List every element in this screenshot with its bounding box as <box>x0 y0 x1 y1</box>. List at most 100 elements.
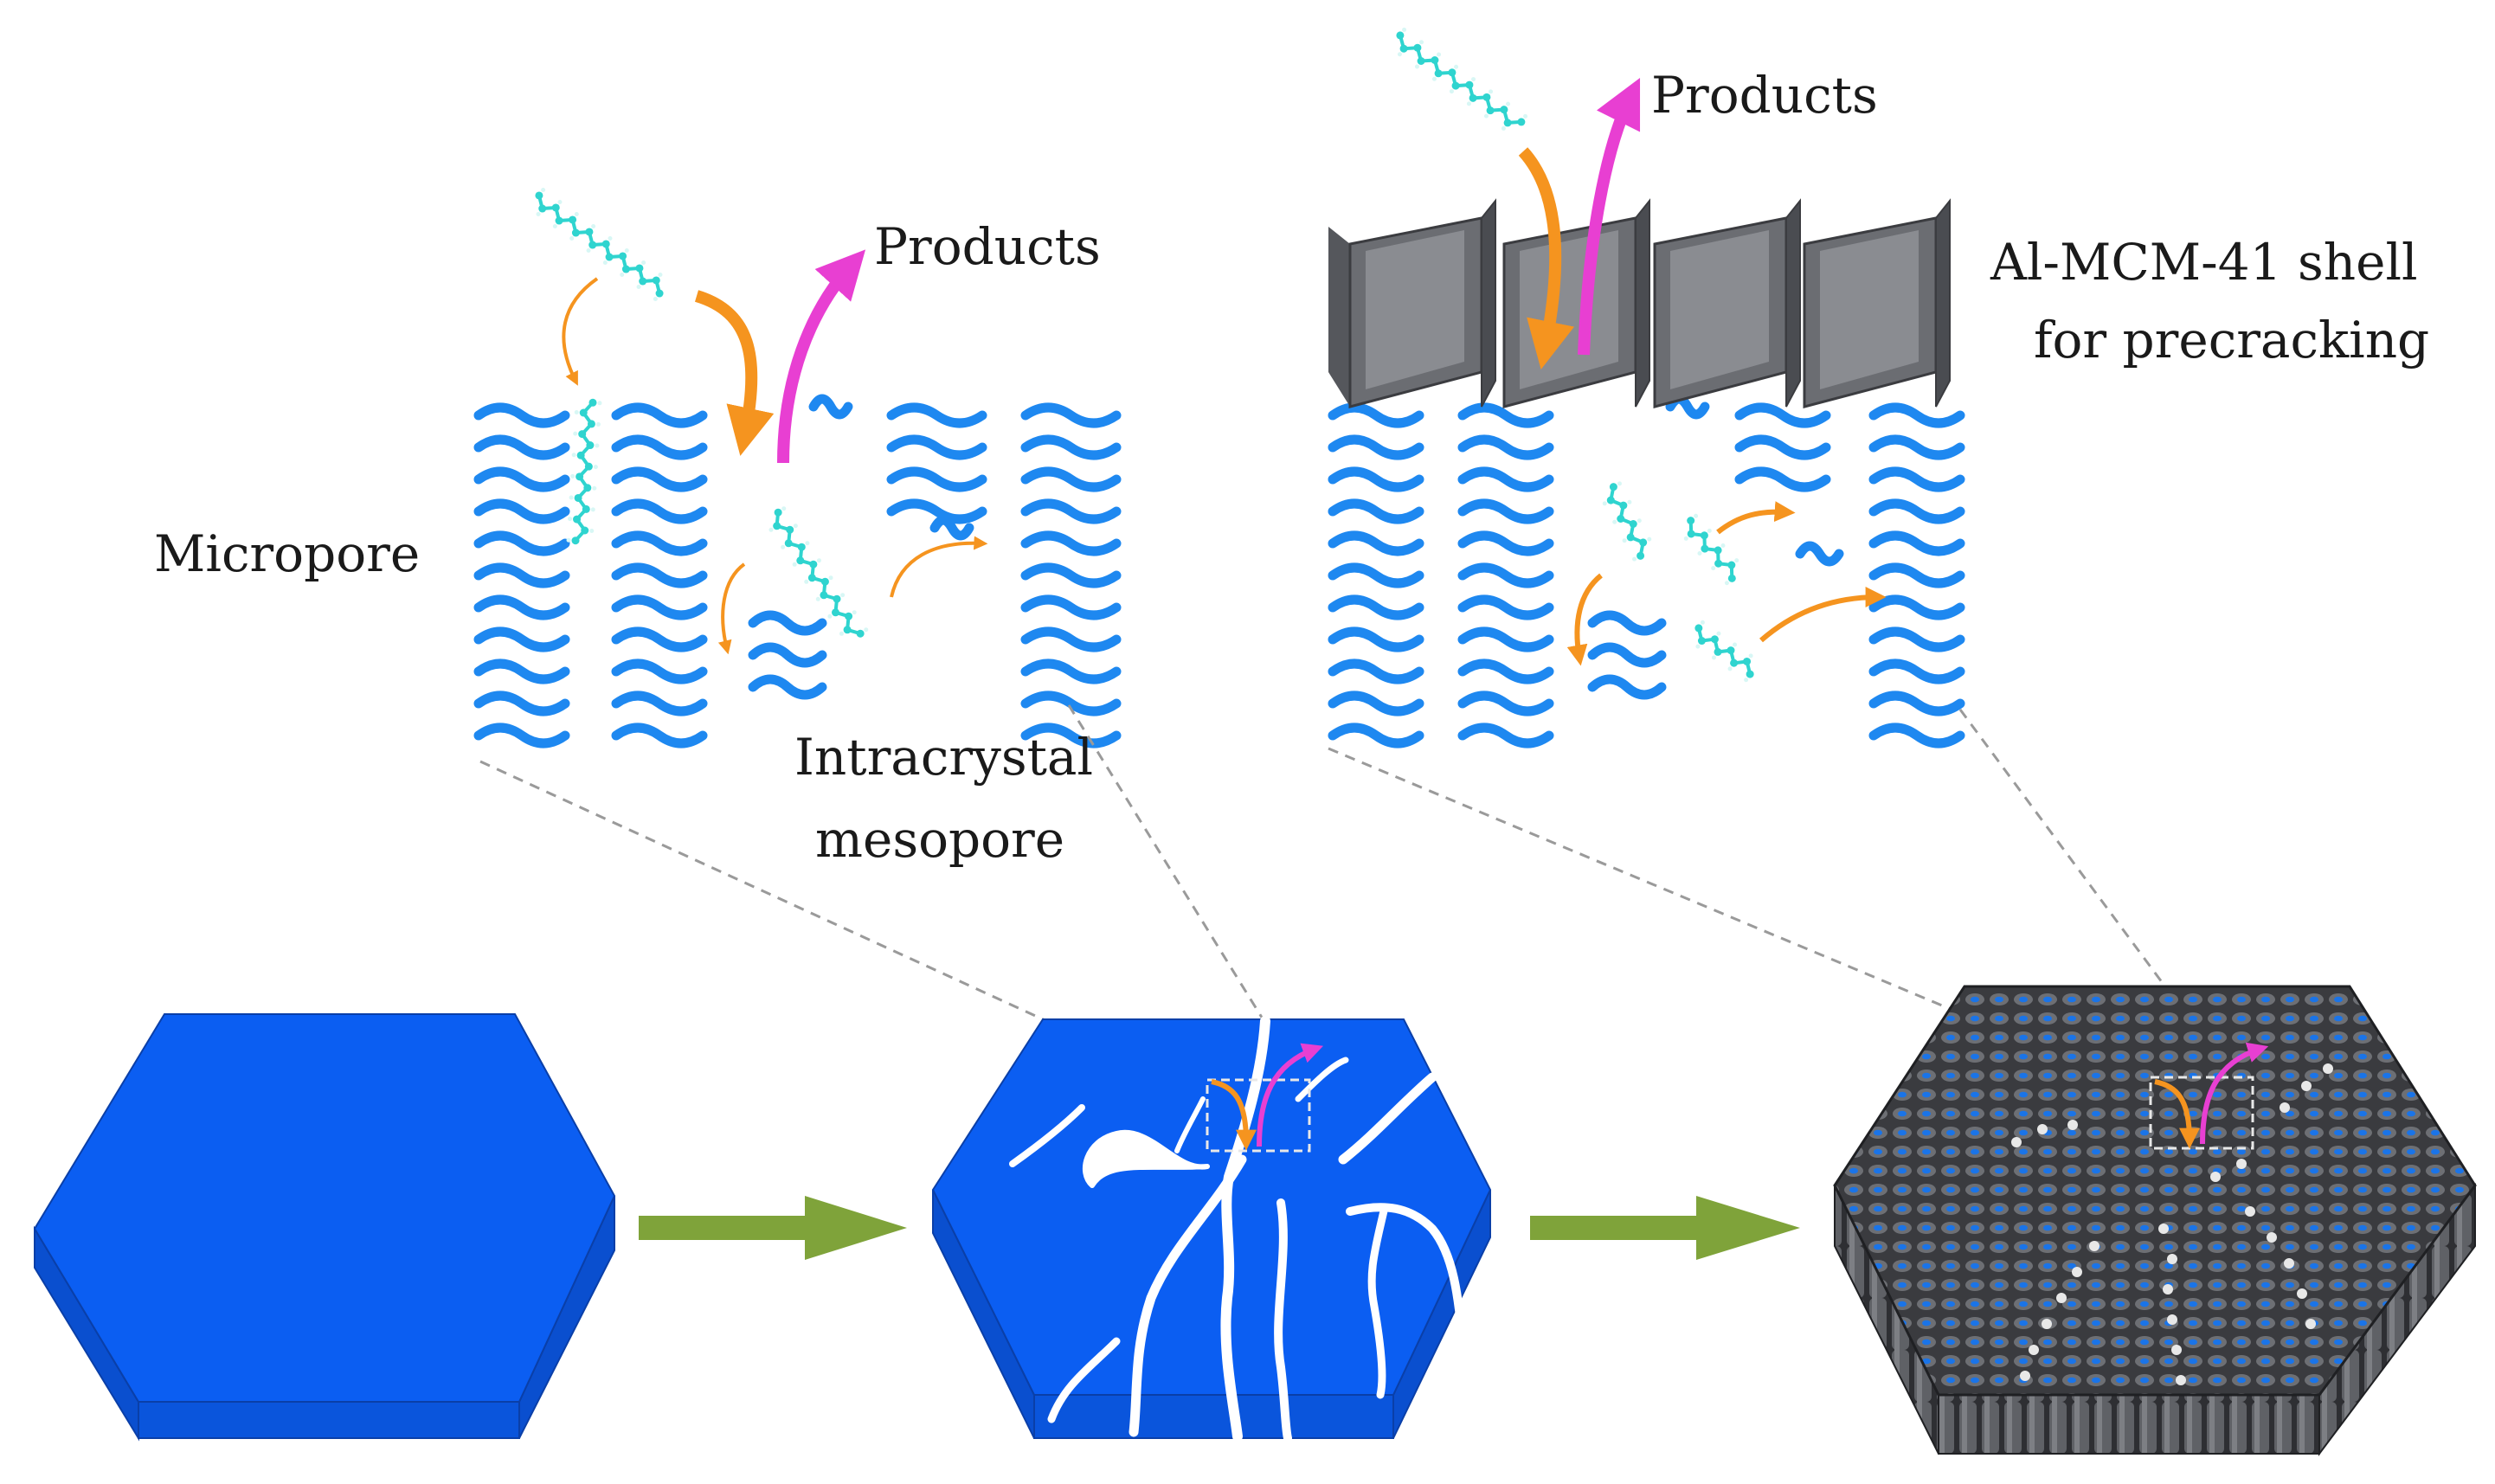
molecule-hydrogen <box>653 297 658 302</box>
micropore-wall <box>1328 498 1424 524</box>
micropore-wall <box>1020 626 1122 652</box>
crystal-with-mesopores <box>931 1016 1492 1442</box>
molecule-hydrogen <box>569 495 574 500</box>
molecule-atom <box>579 408 588 417</box>
molecule-hydrogen <box>792 562 797 567</box>
molecule-hydrogen <box>828 575 833 581</box>
micropore-wall <box>611 530 708 556</box>
micropore-wall <box>1020 434 1122 460</box>
shell-channel <box>1520 230 1618 389</box>
reactant-arrow-icon <box>1716 501 1796 535</box>
shell-label-line2: for precracking <box>2034 311 2429 369</box>
molecule-hydrogen <box>597 401 602 406</box>
micropore-wall <box>1868 434 1965 460</box>
micropore-wall <box>886 498 987 524</box>
molecule-atom <box>1746 670 1754 678</box>
reactant-arrow-icon <box>562 277 599 386</box>
micropore-wall <box>748 642 827 668</box>
shell-channel <box>1670 230 1769 389</box>
molecule-atom <box>1626 533 1635 542</box>
micropore-wall <box>929 515 974 541</box>
molecule-atom <box>586 441 595 450</box>
molecule-hydrogen <box>1695 644 1701 649</box>
molecule-hydrogen <box>768 527 774 532</box>
product-arrow-icon <box>777 249 866 464</box>
molecule-atom <box>1451 81 1460 90</box>
molecule-hydrogen <box>781 544 786 549</box>
molecule-atom <box>1714 546 1722 555</box>
shell-wall-edge <box>1935 198 1951 408</box>
micropore-label: Micropore <box>154 524 420 583</box>
micropore-wall <box>611 402 708 428</box>
molecule-chain <box>537 195 662 294</box>
molecule-atom <box>576 472 584 481</box>
micropore-wall <box>473 466 570 492</box>
micropore-wall <box>1868 530 1965 556</box>
molecule-hydrogen <box>1637 518 1642 524</box>
micropore-wall <box>1328 691 1424 716</box>
molecule-atom <box>1687 530 1695 538</box>
molecule-atom <box>573 515 582 524</box>
micropore-wall <box>611 594 708 620</box>
molecule-atom <box>845 612 853 620</box>
molecule-atom <box>1448 68 1456 77</box>
molecule-hydrogen <box>1431 76 1437 81</box>
reactant-arrow-icon <box>1518 147 1575 369</box>
molecule-atom <box>588 398 597 407</box>
molecule-atom <box>1609 483 1617 491</box>
micropore-wall <box>1020 498 1122 524</box>
molecule-hydrogen <box>816 558 821 563</box>
molecule-hydrogen <box>552 224 557 229</box>
molecule-hydrogen <box>1734 558 1739 563</box>
molecule-atom <box>584 462 593 471</box>
molecule-atom <box>832 608 840 617</box>
molecule-hydrogen <box>1694 513 1699 518</box>
molecule-atom <box>571 228 580 237</box>
molecule-atom <box>1710 635 1719 644</box>
micropore-wall <box>1328 466 1424 492</box>
reactant-arrow-icon <box>1211 1079 1257 1151</box>
micropore-wall <box>748 610 827 636</box>
molecule-atom <box>538 204 547 213</box>
molecule-hydrogen <box>590 507 595 512</box>
micropore-wall <box>1868 498 1965 524</box>
micropore-wall <box>1328 402 1424 428</box>
molecule-hydrogen <box>827 614 833 619</box>
micropore-wall <box>1328 723 1424 748</box>
molecule-hydrogen <box>541 187 546 192</box>
shell-wall-edge <box>1635 198 1650 408</box>
shell-wall-edge <box>1481 198 1496 408</box>
molecule-hydrogen <box>1506 101 1511 106</box>
molecule-hydrogen <box>1617 481 1622 486</box>
molecule-hydrogen <box>592 485 597 491</box>
molecule-atom <box>587 420 595 428</box>
micropore-wall <box>1587 674 1667 700</box>
molecule-hydrogen <box>1483 113 1489 119</box>
molecule-hydrogen <box>593 465 598 470</box>
molecule-hydrogen <box>574 409 579 414</box>
intracrystal-mesopore-label-line1: Intracrystal <box>794 728 1093 787</box>
molecule-hydrogen <box>641 260 646 265</box>
molecule-atom <box>820 577 829 586</box>
reactant-arrow-icon <box>1759 587 1887 643</box>
molecule-atom <box>635 264 644 273</box>
micropore-wall <box>1020 723 1122 748</box>
micropore-wall <box>1328 530 1424 556</box>
micropore-wall <box>1457 594 1554 620</box>
molecule-hydrogen <box>658 272 663 277</box>
crystal-plain <box>33 1013 616 1442</box>
micropore-wall <box>473 594 570 620</box>
molecule-atom <box>820 591 828 600</box>
molecule-hydrogen <box>864 627 869 633</box>
molecule-atom <box>1730 658 1739 667</box>
detail-highlight-box <box>2149 1076 2254 1150</box>
molecule-atom <box>555 216 563 225</box>
molecule-hydrogen <box>1700 620 1705 625</box>
molecule-hydrogen <box>595 421 601 427</box>
molecule-atom <box>1434 69 1443 78</box>
product-arrow-icon <box>1578 77 1641 356</box>
molecule-hydrogen <box>1697 550 1702 556</box>
micropore-wall <box>1587 610 1667 636</box>
micropore-wall <box>1457 530 1554 556</box>
